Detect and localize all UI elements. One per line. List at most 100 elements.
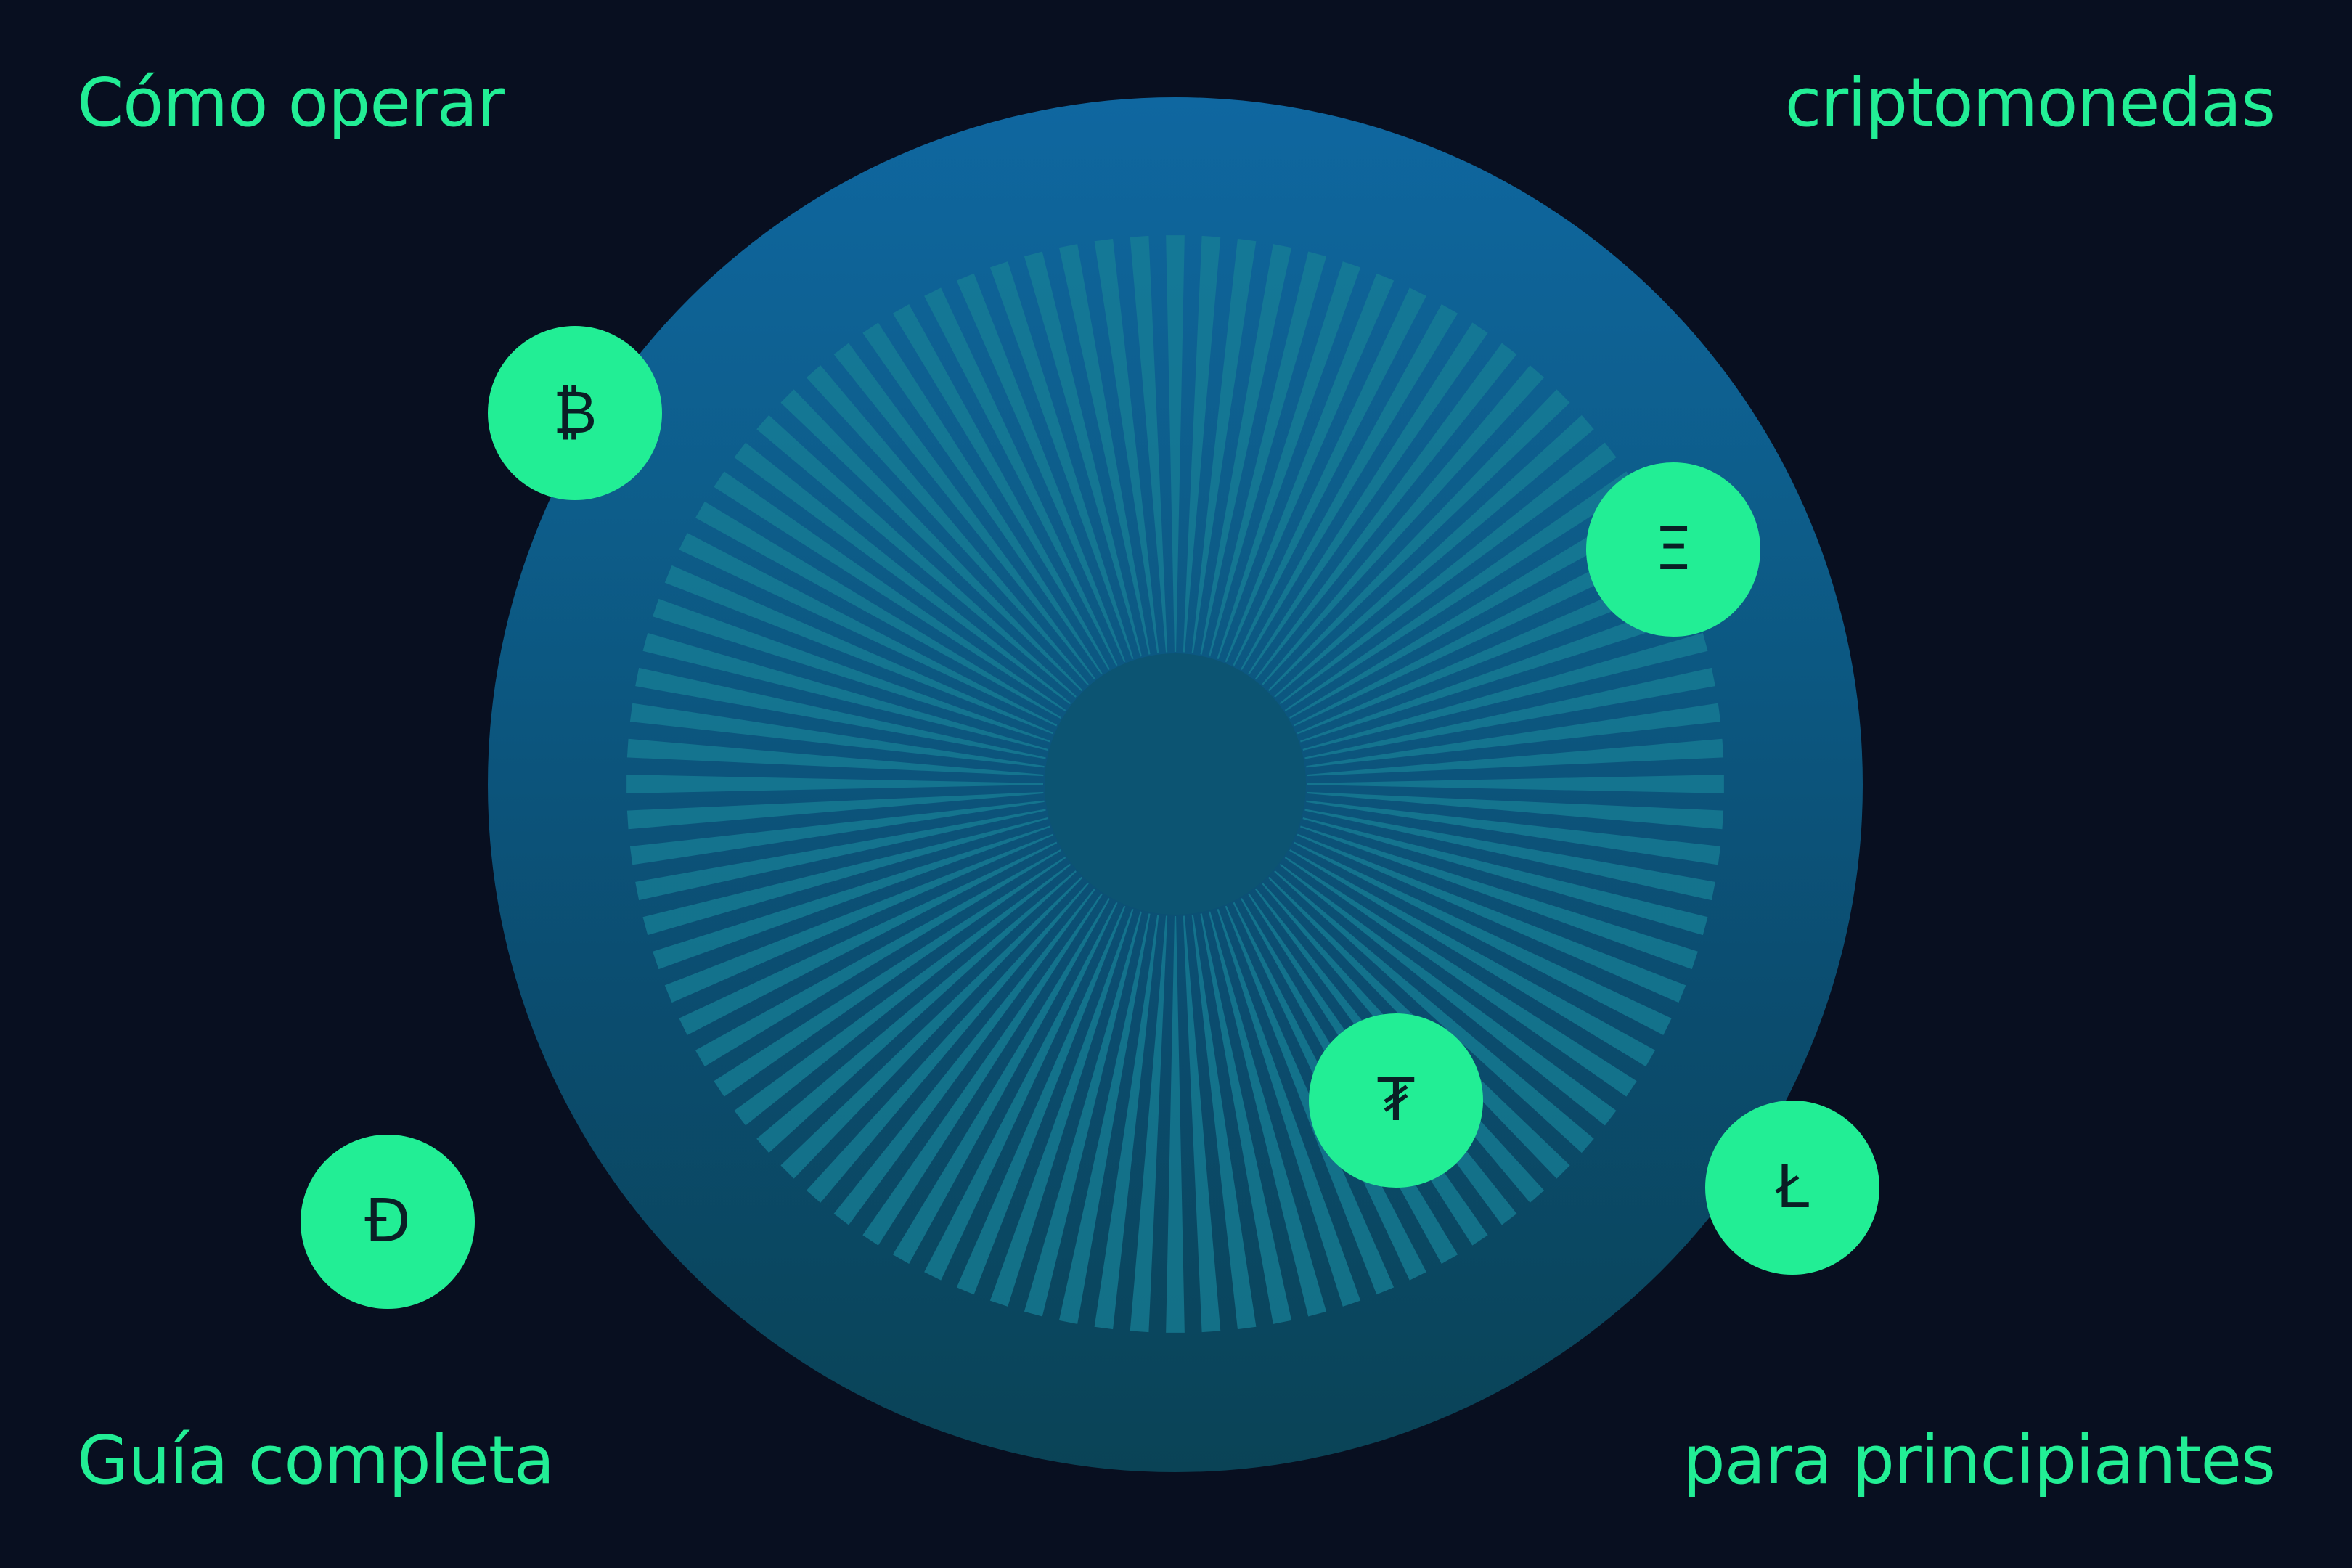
sunburst-ray: [1058, 244, 1151, 655]
sunburst-ray: [1262, 365, 1545, 685]
sunburst-ray: [1191, 915, 1257, 1330]
sunburst-ray: [1306, 800, 1721, 865]
sunburst-ray: [1299, 598, 1698, 743]
sunburst-ray: [862, 322, 1103, 675]
sunburst-ray: [806, 365, 1089, 685]
sunburst-ray: [956, 273, 1126, 663]
sunburst-ray: [1217, 261, 1361, 660]
sunburst-ray: [1209, 251, 1327, 657]
sunburst-center: [1045, 653, 1306, 915]
sunburst-ray: [1297, 565, 1686, 735]
sunburst-ray: [1248, 322, 1488, 675]
litecoin-icon: Ł: [1775, 1153, 1810, 1222]
sunburst-ray: [862, 893, 1103, 1246]
sunburst-ray: [1274, 415, 1594, 698]
sunburst-ray: [734, 442, 1071, 705]
sunburst-ray: [664, 565, 1054, 735]
bitcoin-icon: ₿: [552, 378, 597, 447]
sunburst-ray: [1302, 817, 1708, 936]
sunburst-ray: [1094, 238, 1159, 653]
sunburst-ray: [629, 703, 1045, 768]
sunburst-ray: [1302, 632, 1708, 751]
sunburst-ray: [714, 471, 1066, 711]
sunburst-ray: [1225, 273, 1395, 663]
sunburst-ray: [1183, 915, 1221, 1333]
sunburst-ray: [1217, 908, 1361, 1307]
sunburst-ray: [653, 598, 1051, 743]
sunburst-ray: [1058, 913, 1151, 1324]
coin-litecoin: Ł: [1705, 1101, 1879, 1275]
coin-tether: ₮: [1309, 1013, 1483, 1188]
subtitle-line-2: para principiantes: [1683, 1421, 2276, 1499]
sunburst-ray: [1293, 841, 1672, 1035]
sunburst-ray: [1289, 501, 1656, 719]
sunburst-ray: [806, 883, 1089, 1203]
sunburst-ray: [1307, 738, 1724, 777]
sunburst-ray: [833, 888, 1096, 1225]
sunburst-ray: [1304, 667, 1715, 759]
sunburst-ray: [626, 738, 1044, 777]
sunburst-ray: [1183, 235, 1221, 653]
sunburst-ray: [1209, 911, 1327, 1317]
sunburst-ray: [1289, 849, 1656, 1067]
sunburst-ray: [756, 415, 1077, 698]
sunburst-ray: [892, 303, 1110, 670]
sunburst-ray: [1284, 471, 1637, 711]
sunburst-ray: [626, 791, 1044, 830]
sunburst-ray: [1274, 870, 1594, 1153]
sunburst-ray: [1024, 911, 1142, 1317]
coin-ethereum: Ξ: [1586, 462, 1760, 637]
sunburst-ray: [1284, 857, 1637, 1097]
sunburst-ray: [653, 825, 1051, 970]
title-line-1: Cómo operar: [77, 64, 505, 142]
coin-dogecoin: Đ: [301, 1135, 475, 1309]
sunburst-ray: [1299, 825, 1698, 970]
sunburst-ray: [1094, 915, 1159, 1330]
sunburst-ray: [1200, 913, 1292, 1324]
sunburst-ray: [1293, 533, 1672, 727]
sunburst-ray: [714, 857, 1066, 1097]
subtitle-line-1: Guía completa: [77, 1421, 555, 1499]
sunburst-ray: [780, 876, 1083, 1179]
sunburst-ray: [1191, 238, 1257, 653]
sunburst-ray: [1200, 244, 1292, 655]
sunburst-ray: [989, 261, 1134, 660]
sunburst-ray: [892, 898, 1110, 1265]
sunburst-ray: [924, 902, 1118, 1281]
sunburst-ray: [756, 870, 1077, 1153]
sunburst-ray: [695, 849, 1061, 1067]
title-line-2: criptomonedas: [1784, 64, 2276, 142]
sunburst-ray: [1233, 287, 1426, 666]
sunburst-ray: [924, 287, 1118, 666]
sunburst-ray: [635, 667, 1046, 759]
sunburst-ray: [989, 908, 1134, 1307]
sunburst-ray: [642, 632, 1048, 751]
sunburst-ray: [1279, 442, 1617, 705]
tether-icon: ₮: [1376, 1066, 1416, 1135]
sunburst-ray: [1304, 809, 1715, 901]
sunburst-ray: [1306, 703, 1721, 768]
sunburst-ray: [629, 800, 1045, 865]
sunburst-ray: [1024, 251, 1142, 657]
sunburst-ray: [1279, 863, 1617, 1126]
sunburst-ray: [1130, 915, 1168, 1333]
ethereum-icon: Ξ: [1654, 515, 1692, 584]
sunburst-ray: [1254, 343, 1517, 680]
coin-bitcoin: ₿: [488, 326, 662, 500]
sunburst-ray: [1307, 775, 1724, 793]
sunburst-ray: [1166, 235, 1185, 653]
dogecoin-icon: Đ: [364, 1187, 411, 1256]
sunburst-ray: [1241, 303, 1458, 670]
sunburst-ray: [679, 841, 1058, 1035]
sunburst-ray: [956, 905, 1126, 1295]
sunburst-ray: [695, 501, 1061, 719]
sunburst-ray: [1307, 791, 1724, 830]
sunburst-ray: [780, 389, 1083, 692]
sunburst-ray: [1267, 389, 1570, 692]
sunburst-ray: [635, 809, 1046, 901]
sunburst-ray: [1166, 915, 1185, 1333]
sunburst-ray: [833, 343, 1096, 680]
sunburst-ray: [679, 533, 1058, 727]
sunburst-ray: [1130, 235, 1168, 653]
